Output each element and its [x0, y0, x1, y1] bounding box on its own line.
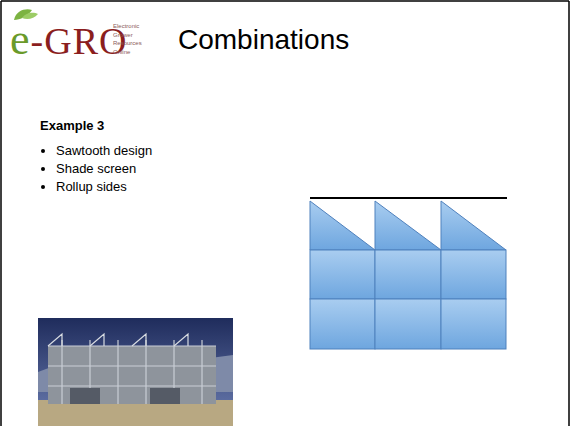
example-heading: Example 3	[40, 118, 104, 133]
bullet-list: Sawtooth designShade screenRollup sides	[40, 142, 152, 196]
bullet-item: Rollup sides	[56, 178, 152, 196]
bullet-item: Shade screen	[56, 160, 152, 178]
greenhouse-photo	[38, 318, 233, 426]
slide-title: Combinations	[178, 24, 349, 56]
bullet-item: Sawtooth design	[56, 142, 152, 160]
logo-subtitle: Electronic Grower Resources Online	[113, 22, 142, 56]
sawtooth-diagram	[310, 198, 507, 349]
logo-text: e-GRO	[10, 18, 127, 62]
